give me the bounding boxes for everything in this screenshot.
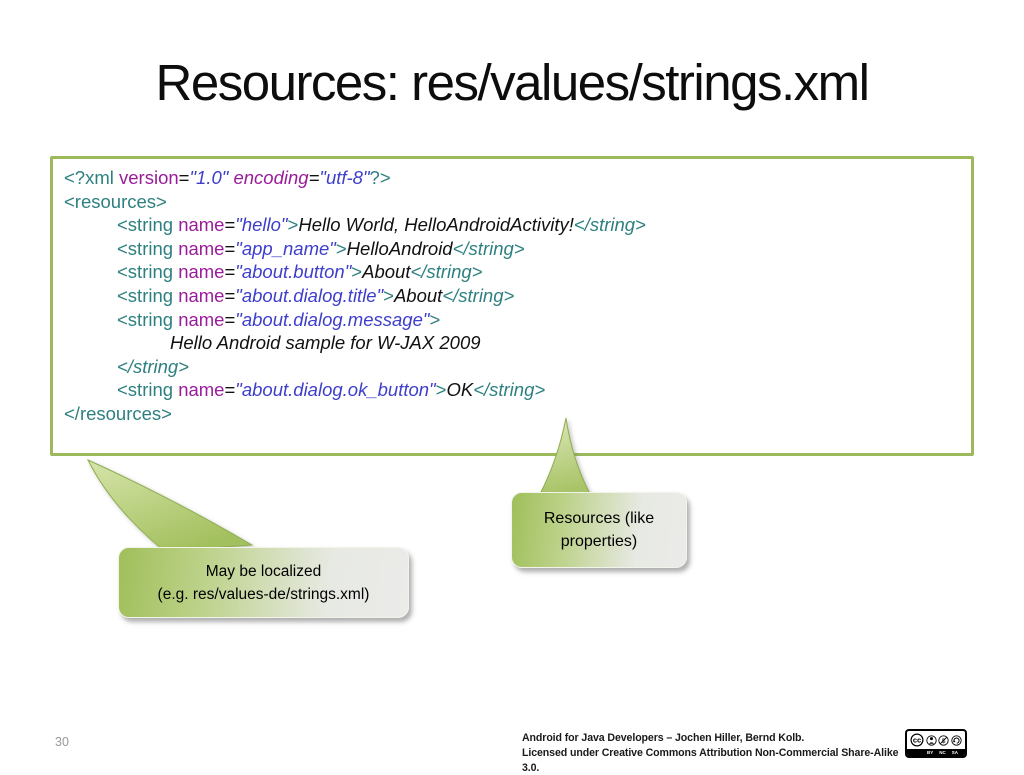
code-token: =: [178, 167, 190, 188]
code-token: </string>: [442, 284, 515, 306]
code-token: </string>: [452, 237, 525, 259]
cc-label-by: BY: [926, 750, 934, 755]
code-token: "about.button": [235, 261, 352, 283]
code-token: >: [287, 214, 299, 236]
non-commercial-icon: $: [938, 734, 950, 746]
share-alike-icon: [951, 734, 962, 746]
code-token: <string: [117, 284, 179, 306]
code-token: >: [335, 237, 347, 259]
code-token: =: [224, 214, 236, 236]
code-token: >: [383, 284, 394, 306]
callout-pointer-resources: [539, 417, 591, 495]
code-token: Hello Android sample for W-JAX 2009: [170, 332, 481, 354]
code-token: =: [224, 237, 236, 259]
code-token: <string: [117, 214, 179, 236]
page-title: Resources: res/values/strings.xml: [155, 54, 870, 111]
creative-commons-badge: cc $ BY NC SA: [905, 729, 967, 758]
footer-credit-line1: Android for Java Developers – Jochen Hil…: [522, 732, 805, 744]
code-token: </string>: [117, 355, 189, 377]
code-token: name: [178, 379, 225, 401]
code-line: <string name="about.dialog.ok_button">OK…: [64, 378, 971, 402]
footer-credits: Android for Java Developers – Jochen Hil…: [522, 731, 902, 775]
code-token: About: [393, 284, 443, 306]
code-line: <string name="about.button">About</strin…: [64, 260, 971, 284]
callout-resources-line2: properties): [560, 533, 638, 550]
code-line: <string name="about.dialog.title">About<…: [64, 284, 971, 308]
callout-resources: Resources (like properties): [511, 492, 687, 568]
code-token: encoding: [233, 167, 309, 188]
code-line: <string name="hello">Hello World, HelloA…: [64, 213, 971, 237]
code-token: </string>: [473, 379, 546, 401]
callout-resources-line1: Resources (like: [543, 510, 655, 527]
callout-pointer-localized: [86, 458, 254, 552]
code-token: "1.0": [189, 167, 234, 188]
code-line: </resources>: [64, 402, 971, 426]
code-token: =: [224, 261, 236, 283]
code-token: HelloAndroid: [346, 237, 453, 259]
footer-credit-line2: Licensed under Creative Commons Attribut…: [522, 746, 899, 774]
callout-localized-line2: (e.g. res/values-de/strings.xml): [157, 585, 370, 603]
callout-localized: May be localized (e.g. res/values-de/str…: [118, 547, 409, 618]
code-line: <string name="about.dialog.message">: [64, 308, 971, 332]
svg-text:$: $: [942, 738, 946, 745]
code-token: </resources>: [64, 402, 172, 424]
code-token: version: [119, 167, 179, 188]
code-token: </string>: [410, 261, 483, 283]
code-token: name: [178, 308, 225, 330]
code-token: =: [224, 284, 236, 306]
code-token: =: [224, 308, 236, 330]
code-token: <string: [117, 379, 179, 401]
code-token: >: [435, 379, 447, 401]
code-token: <resources>: [64, 190, 167, 212]
code-line: <resources>: [64, 190, 971, 214]
code-token: >: [351, 261, 363, 283]
code-token: "hello": [235, 214, 288, 236]
code-token: "app_name": [235, 237, 336, 259]
svg-text:cc: cc: [913, 736, 921, 745]
attribution-icon: [925, 734, 937, 746]
code-token: "about.dialog.ok_button": [235, 379, 436, 401]
code-line: <?xml version="1.0" encoding="utf-8"?>: [64, 166, 971, 190]
xml-code-block: <?xml version="1.0" encoding="utf-8"?><r…: [50, 156, 974, 456]
code-token: <string: [117, 308, 179, 330]
code-token: ?>: [369, 167, 391, 188]
code-token: <string: [117, 237, 179, 259]
page-number: 30: [55, 735, 69, 749]
code-token: name: [178, 261, 225, 283]
code-token: name: [178, 284, 225, 306]
cc-badge-icons: cc $: [907, 731, 965, 749]
code-token: >: [429, 308, 441, 330]
cc-label-sa: SA: [951, 750, 958, 755]
code-token: OK: [446, 379, 474, 401]
code-line: Hello Android sample for W-JAX 2009: [64, 331, 971, 355]
cc-label-nc: NC: [939, 750, 946, 755]
code-token: About: [362, 261, 411, 283]
code-token: =: [224, 379, 236, 401]
cc-badge-labels: BY NC SA: [907, 749, 965, 756]
code-token: "about.dialog.title": [235, 284, 384, 306]
cc-logo-icon: cc: [910, 733, 924, 747]
code-token: "utf-8": [319, 167, 370, 188]
code-line: </string>: [64, 355, 971, 379]
code-token: <?xml: [64, 167, 120, 188]
code-token: </string>: [573, 214, 646, 236]
code-token: name: [178, 237, 225, 259]
callout-localized-line1: May be localized: [205, 562, 322, 580]
code-token: <string: [117, 261, 179, 283]
code-token: =: [308, 167, 320, 188]
code-token: Hello World, HelloAndroidActivity!: [298, 214, 574, 236]
code-token: name: [178, 214, 225, 236]
code-line: <string name="app_name">HelloAndroid</st…: [64, 237, 971, 261]
code-token: "about.dialog.message": [235, 308, 430, 330]
